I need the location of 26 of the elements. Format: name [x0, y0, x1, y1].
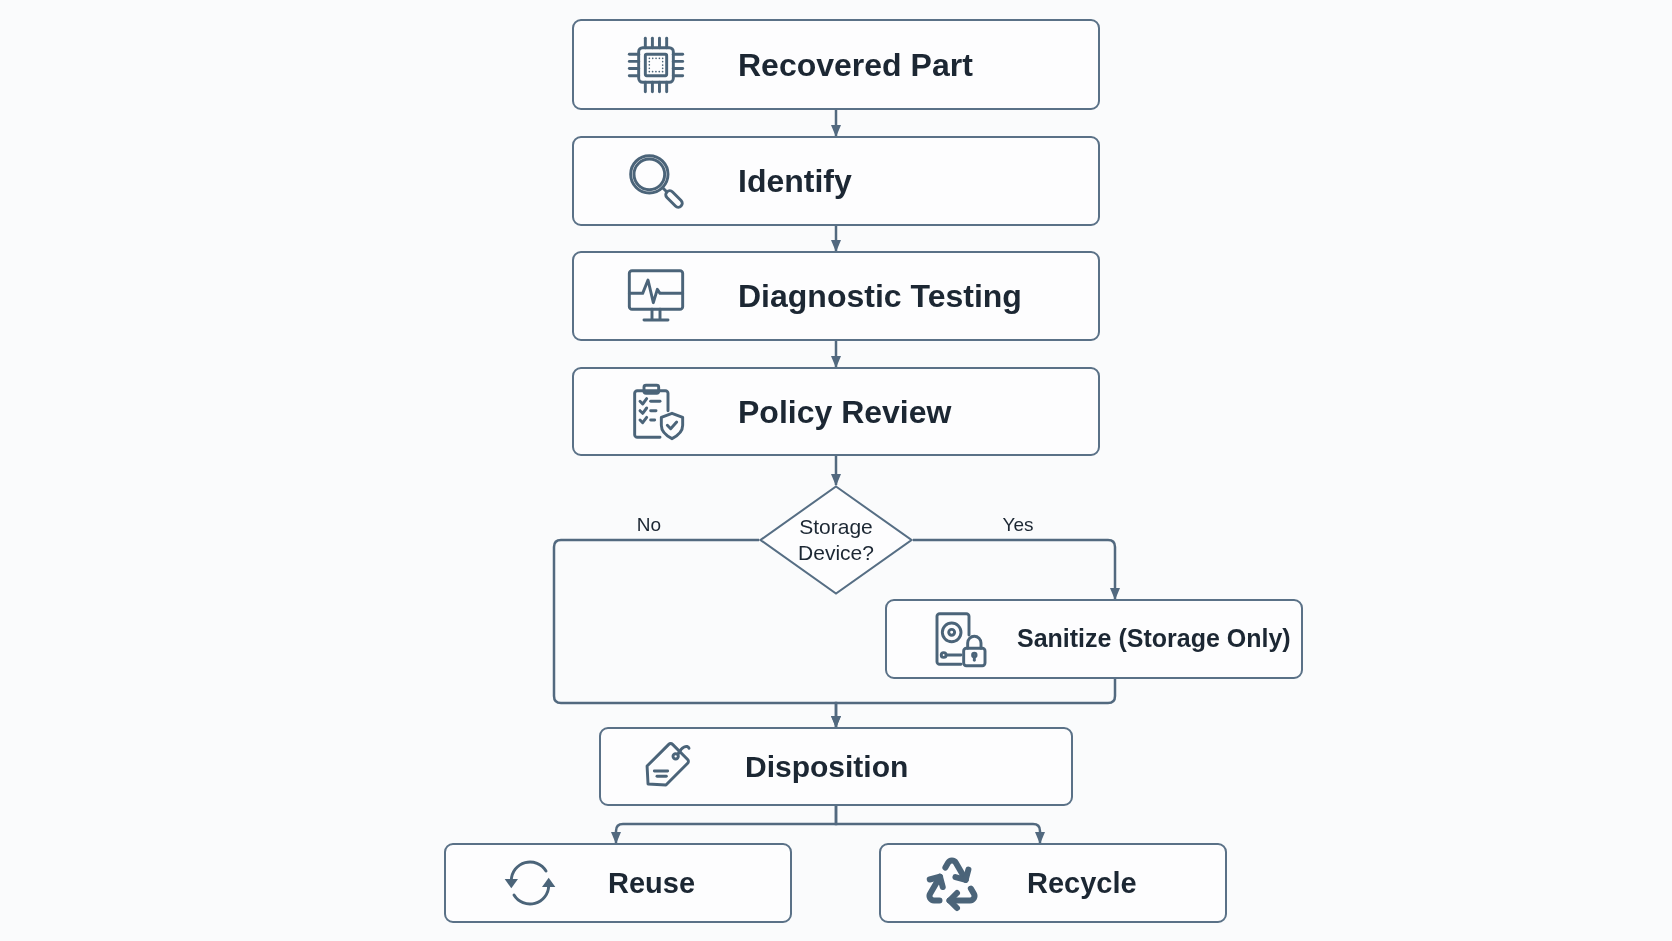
- step-label: Recovered Part: [738, 45, 973, 85]
- process-box: [885, 599, 1303, 679]
- process-box: [572, 367, 1100, 456]
- step-label: Reuse: [608, 865, 696, 901]
- step-label: Disposition: [745, 748, 909, 785]
- connector-arrow: [831, 110, 841, 137]
- connector-arrow: [913, 538, 1120, 600]
- step-label: Diagnostic Testing: [738, 277, 1022, 316]
- connector-arrow: [831, 226, 841, 252]
- connector-arrow: [834, 806, 1045, 844]
- process-box: [572, 251, 1100, 341]
- edge-label: No: [636, 512, 662, 537]
- decision-label: Storage Device?: [797, 514, 875, 566]
- process-box: [599, 727, 1073, 806]
- step-label: Recycle: [1027, 865, 1137, 901]
- step-label: Identify: [738, 162, 852, 201]
- process-box: [444, 843, 792, 923]
- process-box: [879, 843, 1227, 923]
- process-box: [572, 19, 1100, 110]
- edge-label: Yes: [1002, 512, 1034, 537]
- step-label: Policy Review: [738, 392, 952, 432]
- process-box: [572, 136, 1100, 226]
- step-label: Sanitize (Storage Only): [1017, 623, 1291, 655]
- decision-diamond: [759, 485, 913, 595]
- connector-arrow: [831, 456, 841, 486]
- connector-arrow: [831, 341, 841, 368]
